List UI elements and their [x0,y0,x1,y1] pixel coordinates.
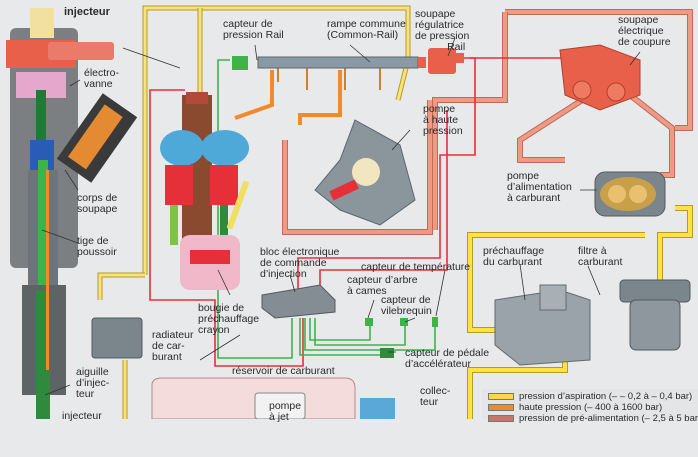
legend: pression d’aspiration (– – 0,2 à – 0,4 b… [482,389,698,424]
electric-cutoff-valve [559,44,641,111]
common-rail-diagram: injecteur électro- vanne corps de soupap… [6,5,698,424]
label-capteur-pression-rail: capteur de pression Rail [223,18,284,41]
label-pompe-alimentation: pompe d’alimentation à carburant [507,170,572,204]
callout-lines [41,37,641,396]
high-pressure-lines [234,66,381,125]
label-bougie-prechauffage: bougie de préchauffage crayon [198,302,260,336]
label-capteur-temperature: capteur de température [361,261,471,273]
electric-lines-green [217,59,436,359]
feed-pressure-lines [282,9,693,235]
fuel-tank [151,377,395,419]
label-prechauffage-carburant: préchauffage du carburant [483,245,545,268]
label-collecteur: collec- teur [420,385,451,408]
legend-text-aspiration: pression d’aspiration (– – 0,2 à – 0,4 b… [519,391,693,402]
label-reservoir-carburant: réservoir de carburant [232,365,335,377]
fuel-preheater [494,284,591,366]
fuel-filter [619,279,691,351]
label-corps-de-soupape: corps de soupape [77,192,118,215]
label-electrovanne: électro- vanne [84,67,120,90]
diagram-canvas [6,5,693,419]
label-tige-de-poussoir: tige de poussoir [77,235,117,258]
label-injecteur-bottom: injecteur [62,410,102,422]
label-soupape-electrique: soupape électrique de coupure [618,14,671,48]
legend-text-high-pressure: haute pression (– 400 à 1600 bar) [519,402,663,413]
label-capteur-pedale: capteur de pédale d’accélérateur [405,347,490,370]
aspiration-lines [97,5,693,419]
label-radiateur-carburant: radiateur de car- burant [152,329,194,363]
ecu-box [261,284,336,319]
label-injecteur-top: injecteur [64,6,110,18]
label-bloc-electronique: bloc électronique de commande d’injectio… [260,246,340,280]
legend-item-high-pressure: haute pression (– 400 à 1600 bar) [488,402,662,413]
legend-swatch-high-pressure [488,404,514,411]
label-capteur-vilebrequin: capteur de vilebrequin [381,294,432,317]
sensors [365,317,438,358]
label-soupape-regulatrice: soupape régulatrice de pression Rail [415,8,470,53]
label-pompe-haute-pression: pompe à haute pression [423,103,463,137]
label-pompe-jet: pompe à jet [269,400,302,423]
legend-swatch-aspiration [488,393,514,400]
fuel-feed-pump [594,171,666,217]
label-rampe-commune: rampe commune (Common-Rail) [327,18,406,41]
legend-item-aspiration: pression d’aspiration (– – 0,2 à – 0,4 b… [488,391,692,402]
label-capteur-arbre-cames: capteur d’arbre à cames [347,274,418,297]
label-filtre-carburant: filtre à carburant [578,245,623,268]
fuel-cooler [91,317,143,359]
injector-cutaway [6,8,138,419]
high-pressure-pump [314,119,416,226]
label-aiguille-injecteur: aiguille d’injec- teur [76,366,110,400]
engine-cylinder [160,92,250,290]
